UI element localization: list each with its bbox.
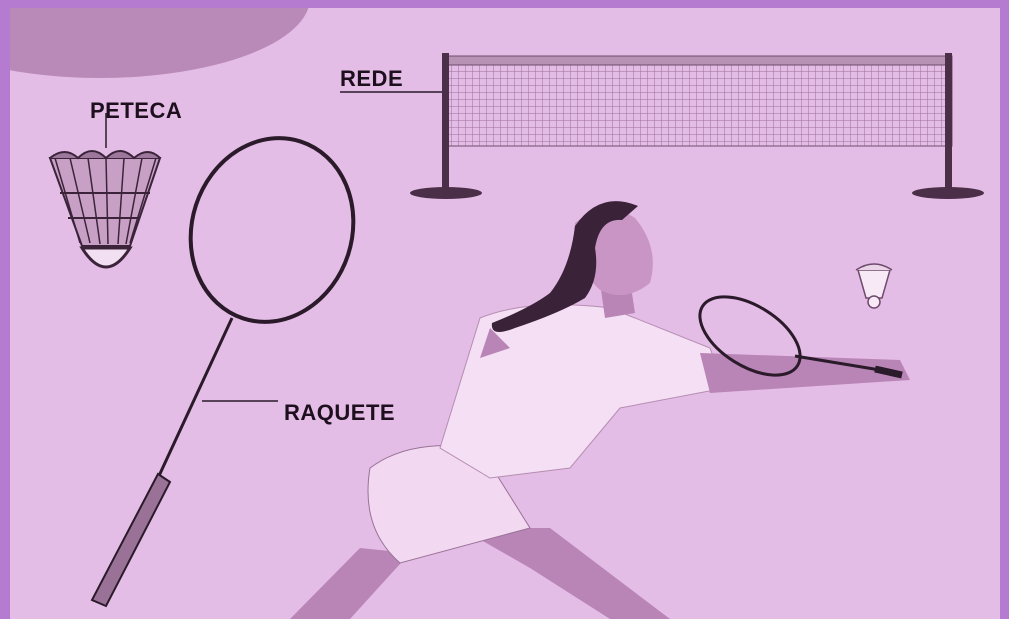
net-icon [410,53,984,199]
racket-label: RAQUETE [284,400,395,426]
flying-shuttlecock-icon [856,264,892,308]
net-label: REDE [340,66,403,92]
illustration-panel: PETECA REDE RAQUETE [10,8,1000,619]
shuttlecock-icon [50,151,160,267]
shuttlecock-label: PETECA [90,98,182,124]
